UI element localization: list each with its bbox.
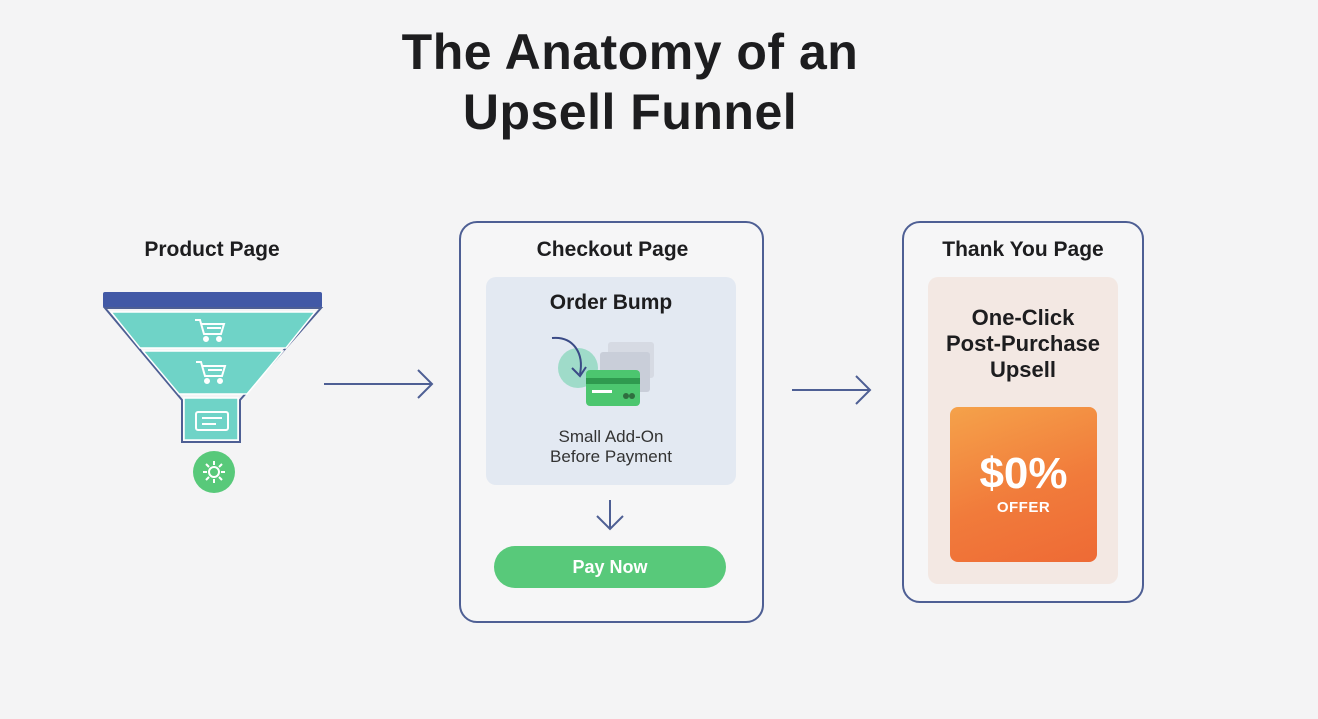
funnel-band-1	[109, 311, 317, 349]
page-title: The Anatomy of an Upsell Funnel	[300, 22, 960, 142]
arrow-right-icon	[324, 369, 434, 399]
funnel-band-2	[141, 350, 285, 395]
thank-you-page-label: Thank You Page	[942, 238, 1104, 261]
upsell-title-line-1: One-Click	[971, 305, 1075, 330]
order-bump-subtitle-line-1: Small Add-On	[558, 427, 664, 446]
gear-badge	[193, 451, 235, 493]
title-line-2: Upsell Funnel	[462, 84, 798, 140]
checkout-page-label: Checkout Page	[536, 238, 689, 261]
offer-card[interactable]: $0% OFFER	[950, 407, 1097, 562]
order-bump-subtitle: Small Add-On Before Payment	[486, 427, 736, 467]
funnel-icon	[102, 292, 324, 493]
upsell-title-line-3: Upsell	[989, 357, 1057, 382]
green-card	[586, 370, 640, 406]
gear-icon	[203, 461, 225, 483]
shopping-cart-icon	[195, 319, 226, 342]
upsell-title: One-Click Post-Purchase Upsell	[928, 305, 1118, 383]
upsell-title-line-2: Post-Purchase	[945, 331, 1101, 356]
credit-card-icon	[551, 336, 654, 406]
pay-now-button[interactable]: Pay Now	[494, 546, 726, 588]
offer-label: OFFER	[996, 499, 1051, 516]
product-page-label: Product Page	[144, 238, 280, 261]
funnel-top-bar	[103, 292, 322, 308]
title-line-1: The Anatomy of an	[401, 24, 859, 80]
order-bump-title: Order Bump	[549, 291, 673, 314]
order-bump-subtitle-line-2: Before Payment	[550, 447, 672, 466]
funnel-outline	[102, 307, 324, 443]
offer-value: $0%	[979, 449, 1068, 498]
arrow-right-icon	[792, 375, 872, 405]
shopping-cart-icon	[196, 361, 227, 384]
receipt-icon	[195, 411, 229, 431]
arrow-down-icon	[596, 500, 624, 531]
